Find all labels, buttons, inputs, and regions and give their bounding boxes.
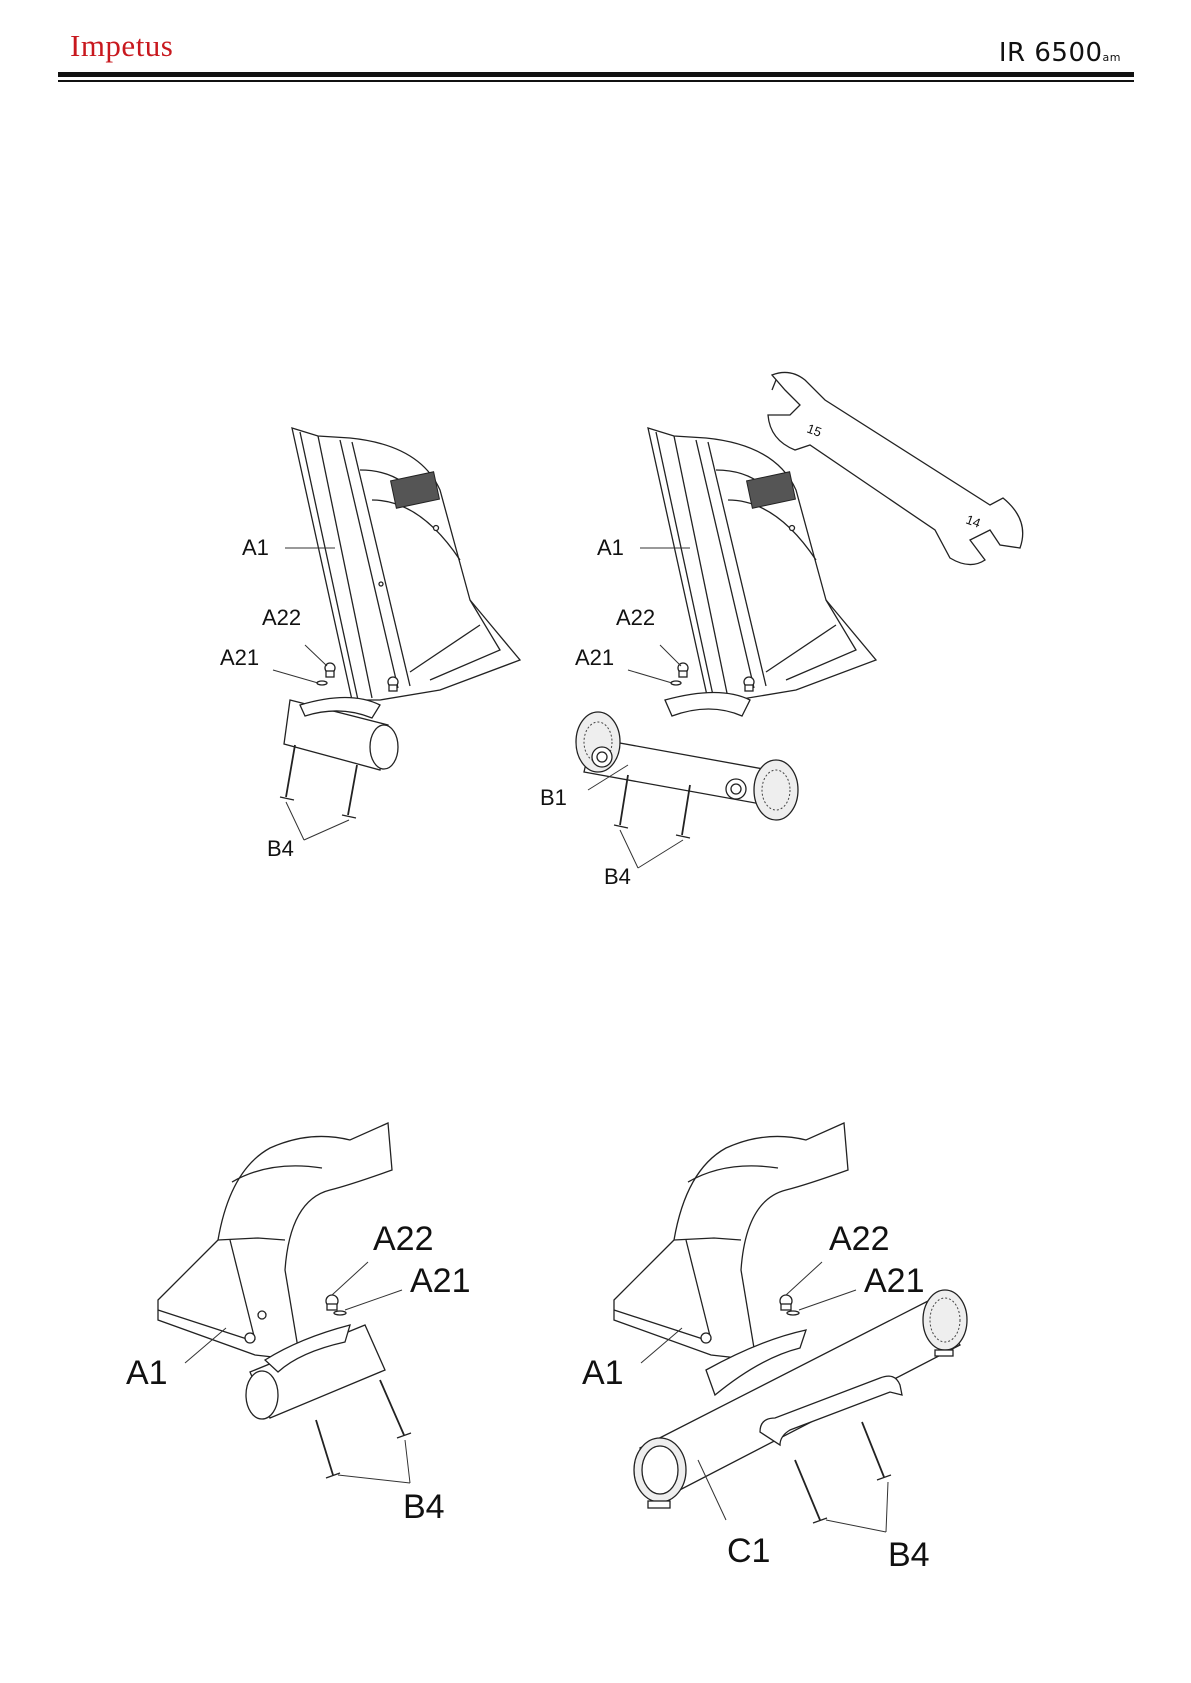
fig2-wheel-right (754, 760, 798, 820)
fig3-label-a1: A1 (126, 1354, 168, 1392)
fig4-label-a22: A22 (829, 1220, 890, 1258)
fig3-label-a22: A22 (373, 1220, 434, 1258)
figure-2: A1 A22 A21 B1 B4 (540, 428, 876, 889)
fig2-bracket (665, 693, 750, 717)
fig2-frame-a1 (648, 428, 876, 700)
fig2-label-b4: B4 (604, 864, 631, 889)
fig1-label-a22: A22 (262, 605, 301, 630)
fig3-screws-b4 (316, 1380, 411, 1478)
fig1-washer-a21 (317, 681, 327, 685)
fig2-washer-a21 (671, 681, 681, 685)
fig1-label-b4: B4 (267, 836, 294, 861)
fig4-washer-a21 (787, 1311, 799, 1315)
fig4-screws-b4 (795, 1422, 891, 1523)
fig3-label-a21: A21 (410, 1262, 471, 1300)
figure-4: A22 A21 A1 C1 B4 (582, 1123, 967, 1574)
fig2-label-a22: A22 (616, 605, 655, 630)
fig1-stabilizer-tube (284, 698, 398, 771)
fig2-label-b1: B1 (540, 785, 567, 810)
fig3-frame-a1 (158, 1123, 392, 1360)
fig4-label-a1: A1 (582, 1354, 624, 1392)
fig1-frame-a1 (292, 428, 520, 700)
fig3-washer-a21 (334, 1311, 346, 1315)
fig2-label-a21: A21 (575, 645, 614, 670)
fig1-label-a1: A1 (242, 535, 269, 560)
fig1-label-a21: A21 (220, 645, 259, 670)
fig4-frame-a1 (614, 1123, 848, 1360)
fig4-label-a21: A21 (864, 1262, 925, 1300)
figure-1: A1 A22 A21 B4 (220, 428, 520, 861)
fig2-label-a1: A1 (597, 535, 624, 560)
fig4-label-b4: B4 (888, 1536, 930, 1574)
fig4-label-c1: C1 (727, 1532, 770, 1570)
fig3-label-b4: B4 (403, 1488, 445, 1526)
figure-3: A22 A21 A1 B4 (126, 1123, 471, 1526)
